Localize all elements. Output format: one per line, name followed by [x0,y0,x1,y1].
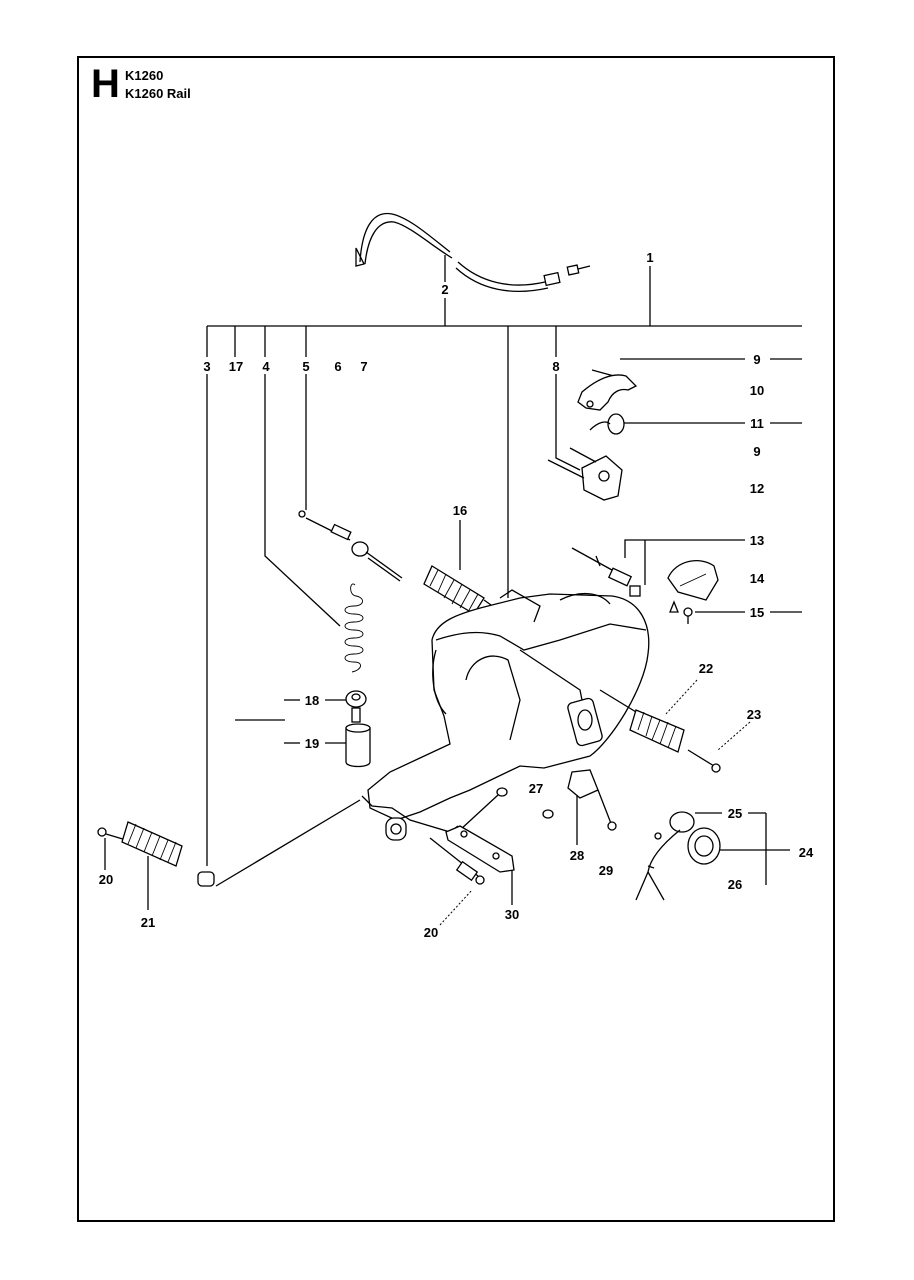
label-15: 15 [750,605,764,620]
screw-20-bottom [429,837,485,885]
fuel-cap-assembly [635,811,721,901]
label-6: 6 [334,359,341,374]
throttle-trigger [547,447,623,501]
label-23: 23 [747,707,761,722]
label-9-second: 9 [753,444,760,459]
throttle-lever [577,369,638,411]
label-20-bottom: 20 [424,925,438,940]
label-16: 16 [453,503,467,518]
label-24: 24 [799,845,814,860]
screw-23 [687,749,721,773]
label-18: 18 [305,693,319,708]
nut-bottom [197,871,215,887]
model-name: K1260 [125,68,164,83]
label-28: 28 [570,848,584,863]
screw-20-left [97,827,127,841]
label-8: 8 [552,359,559,374]
rubber-cap [345,690,367,723]
handle-frame [361,589,650,841]
rubber-mount-28 [567,769,617,831]
bellows-22 [599,689,685,753]
buffer-cylinder [345,723,371,768]
label-1: 1 [646,250,653,265]
bolt-5 [298,510,403,582]
bracket-30 [445,825,515,873]
label-17: 17 [229,359,243,374]
label-21: 21 [141,915,155,930]
label-5: 5 [302,359,309,374]
sleeve-spring [589,413,625,435]
label-13: 13 [750,533,764,548]
label-9: 9 [753,352,760,367]
screw-15 [669,600,693,624]
label-25: 25 [728,806,742,821]
leader-lines [104,255,802,926]
label-2: 2 [441,282,448,297]
throttle-cable [355,212,591,293]
label-11: 11 [750,416,764,431]
label-10: 10 [750,383,764,398]
page-frame [77,56,835,1222]
label-27: 27 [529,781,543,796]
label-26: 26 [728,877,742,892]
label-4: 4 [262,359,270,374]
label-29: 29 [599,863,613,878]
label-7: 7 [360,359,367,374]
cover-14 [667,560,719,601]
part-number-labels: 1 2 3 17 4 5 6 7 8 9 10 11 9 12 16 13 14… [99,250,814,940]
model-name-rail: K1260 Rail [125,86,191,101]
label-19: 19 [305,736,319,751]
label-3: 3 [203,359,210,374]
bellows-21 [121,821,183,867]
washers-27 [496,787,554,819]
label-30: 30 [505,907,519,922]
label-12: 12 [750,481,764,496]
label-14: 14 [750,571,765,586]
label-20-left: 20 [99,872,113,887]
label-22: 22 [699,661,713,676]
section-letter: H [91,62,120,106]
bolt-13 [571,547,641,597]
spring [344,583,364,673]
